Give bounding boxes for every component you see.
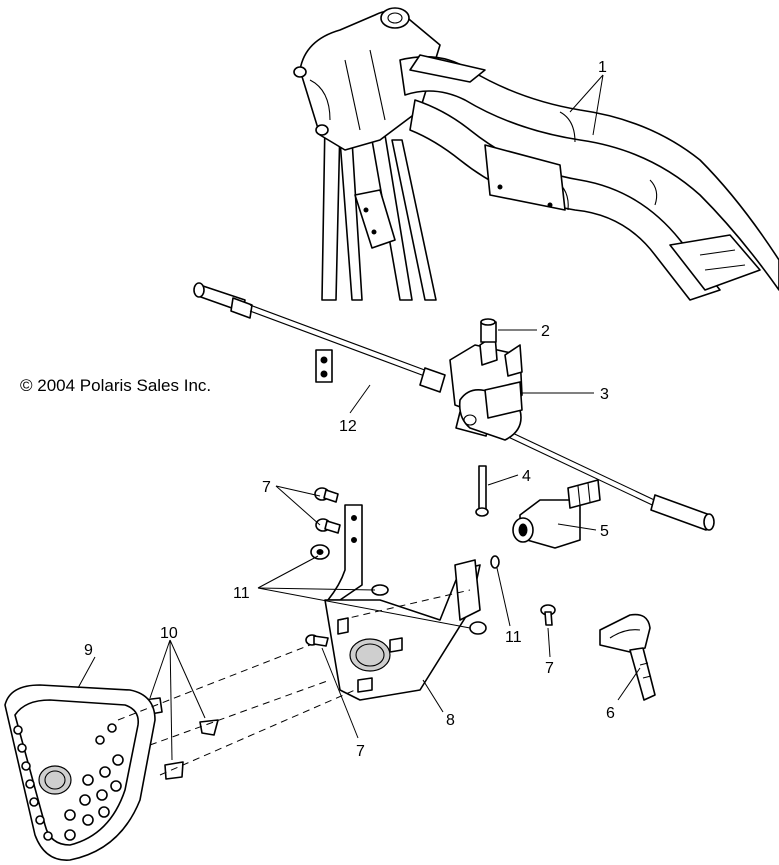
callout-4: 4 [522,468,531,485]
callout-12: 12 [339,418,357,435]
callout-9: 9 [84,642,93,659]
ignition-switch-part-5 [512,479,601,549]
key-part-6 [599,613,656,701]
pin-part-2 [480,318,497,343]
callout-6: 6 [606,705,615,722]
callout-5: 5 [600,523,609,540]
callout-3: 3 [600,386,609,403]
screw-part-7-top [314,487,339,503]
switch-bracket-part-3 [449,334,523,441]
rod-part-4 [475,465,489,517]
frame-assembly [293,7,779,301]
nut-part-11-right [469,621,487,635]
callout-8: 8 [446,712,455,729]
callout-11-right: 11 [505,629,522,646]
callout-7-lower: 7 [356,743,365,760]
leader-lines [77,74,641,761]
copyright-notice: © 2004 Polaris Sales Inc. [20,376,211,395]
callout-2: 2 [541,323,550,340]
nut-part-11-far [490,555,500,569]
face-plate-part-9 [4,684,156,861]
clip-part-10-c [164,761,184,780]
mounting-bracket-part-8 [324,504,481,701]
screw-part-7-lower [305,634,329,647]
throttle-cable-assembly [193,282,715,531]
assembly-lines [117,589,471,776]
callout-7-right: 7 [545,660,554,677]
screw-part-7-mid [315,518,341,534]
callout-10: 10 [160,625,178,642]
screw-part-7-right [540,604,556,626]
callout-7-top: 7 [262,479,271,496]
callout-11-left: 11 [233,585,250,602]
callout-1: 1 [598,59,607,76]
face-plate-holes [13,723,124,841]
nut-part-11-left [310,544,330,560]
clip-part-10-b [199,719,219,736]
